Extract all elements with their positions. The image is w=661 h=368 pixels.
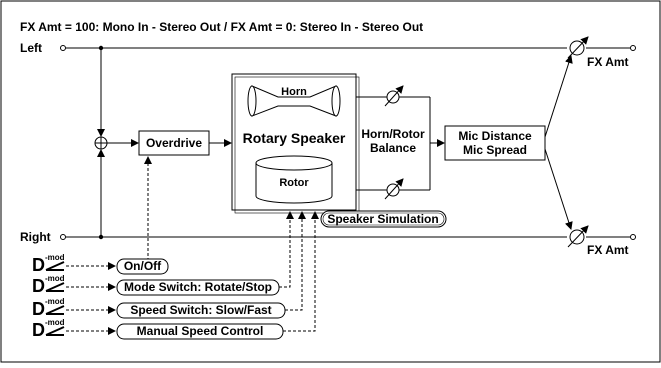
mode-switch-label: Mode Switch: Rotate/Stop [124,280,272,294]
manual-speed-label: Manual Speed Control [137,324,264,338]
dmod-wedge-icon [45,305,65,315]
manual-speed-pill [116,323,284,340]
dmod-arrowhead [108,327,116,335]
dmod-wedge-icon [45,261,65,271]
dmod-superscript: -mod [45,297,65,306]
speed-switch-label: Speed Switch: Slow/Fast [130,303,271,317]
horn-label: Horn [281,86,307,98]
dmod-superscript: -mod [45,318,65,327]
dmod-row-speed-switch: D -mod Speed Switch: Slow/Fast [32,297,286,319]
horn-balance-arrow [384,85,404,107]
onoff-arrowhead [144,156,152,164]
rotary-speaker-shadow [234,76,360,214]
speed-control-line [285,219,303,311]
onoff-pill [116,258,169,275]
fx-amt-bottom-arrow [567,225,589,248]
rotor-balance-arrow [384,178,404,200]
manual-arrowhead [311,211,319,219]
balance-label-line2: Balance [370,141,416,155]
fx-amt-bottom-label: FX Amt [587,243,629,257]
speed-arrowhead [298,211,306,219]
speaker-simulation-pill-inner [322,212,445,226]
speaker-simulation-label: Speaker Simulation [327,212,438,226]
dmod-wedge-icon [45,326,65,336]
dmod-row-mode-switch: D -mod Mode Switch: Rotate/Stop [32,274,280,296]
dmod-d-label: D [32,320,45,340]
dmod-d-label: D [32,276,45,296]
fx-amt-top-label: FX Amt [587,55,629,69]
dmod-arrowhead [108,306,116,314]
left-input-label: Left [20,41,42,55]
dmod-row-onoff: D -mod On/Off [32,253,169,275]
dmod-arrowhead [108,283,116,291]
right-input-label: Right [20,230,51,244]
rotor-label: Rotor [279,177,309,189]
dmod-superscript: -mod [45,274,65,283]
mode-arrowhead [286,211,294,219]
rotary-speaker-label: Rotary Speaker [243,130,346,146]
fx-amt-top-arrow [567,36,589,59]
balance-label-line1: Horn/Rotor [361,127,425,141]
mode-control-line [279,219,291,288]
mode-switch-pill [116,279,280,296]
mic-block [444,125,546,161]
rotor-top [255,155,333,171]
horn-mouth-left [247,85,257,117]
speed-switch-pill [116,302,286,319]
onoff-label: On/Off [124,259,162,273]
overdrive-label: Overdrive [146,136,202,150]
right-output-terminal [630,234,636,240]
left-input-terminal [60,45,66,51]
header-title: FX Amt = 100: Mono In - Stereo Out / FX … [20,20,423,34]
mic-distance-label: Mic Distance [458,129,532,143]
right-input-terminal [60,234,66,240]
manual-control-line [283,219,316,332]
mic-to-left-out [544,55,573,138]
horn-mouth-right [331,85,341,117]
dmod-superscript: -mod [45,253,65,262]
dmod-d-label: D [32,299,45,319]
rotor-icon [255,163,333,204]
left-output-terminal [630,45,636,51]
dmod-row-manual-speed: D -mod Manual Speed Control [32,318,284,340]
speaker-simulation-pill [320,210,447,228]
dmod-wedge-icon [45,282,65,292]
mic-spread-label: Mic Spread [463,143,527,157]
dmod-arrowhead [108,262,116,270]
mic-to-right-out [544,148,573,230]
dmod-d-label: D [32,255,45,275]
